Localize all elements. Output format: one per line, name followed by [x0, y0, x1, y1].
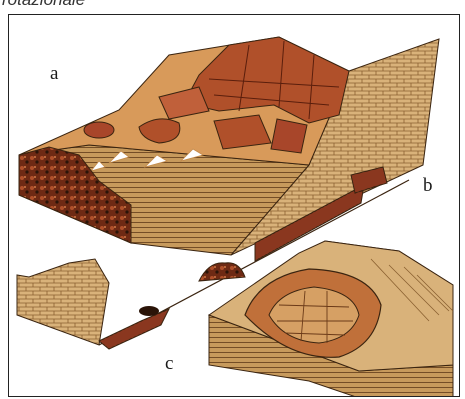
label-c: c	[165, 353, 173, 375]
landslide-diagram: a b c	[8, 14, 460, 397]
block-a	[19, 37, 439, 255]
label-b: b	[423, 175, 433, 197]
block-c	[209, 241, 453, 397]
label-a: a	[50, 63, 58, 85]
figure-caption: rotazionale	[2, 0, 85, 10]
diagram-illustration	[9, 15, 460, 397]
